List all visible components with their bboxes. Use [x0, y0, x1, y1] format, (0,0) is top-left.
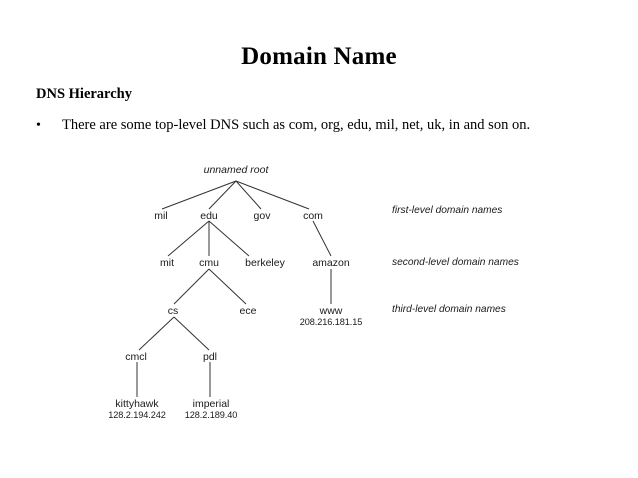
- node-kittyhawk-ip: 128.2.194.242: [108, 410, 166, 421]
- edge-root-edu: [208, 180, 237, 210]
- bullet-marker-icon: •: [36, 118, 41, 133]
- page-title: Domain Name: [241, 43, 397, 70]
- node-berkeley: berkeley: [245, 257, 285, 269]
- level-label-first: first-level domain names: [392, 205, 503, 216]
- node-kittyhawk: kittyhawk 128.2.194.242: [108, 398, 166, 421]
- bullet-item: • There are some top-level DNS such as co…: [36, 117, 616, 134]
- edge-edu-mit: [167, 220, 210, 257]
- edge-com-amazon: [312, 220, 332, 257]
- edge-cmu-cs: [173, 268, 210, 305]
- node-imperial-ip: 128.2.189.40: [184, 410, 238, 421]
- node-gov: gov: [253, 210, 271, 222]
- node-mit: mit: [160, 257, 174, 269]
- node-www-label: www: [319, 305, 343, 317]
- node-unnamed-root: unnamed root: [203, 164, 269, 176]
- node-www-ip: 208.216.181.15: [299, 317, 363, 328]
- node-kittyhawk-label: kittyhawk: [115, 398, 159, 410]
- edge-root-gov: [235, 180, 262, 210]
- node-mil: mil: [154, 210, 168, 222]
- node-cs: cs: [167, 305, 179, 317]
- edge-root-mil: [161, 180, 237, 210]
- node-imperial-label: imperial: [192, 398, 230, 410]
- node-com: com: [303, 210, 323, 222]
- node-cmcl: cmcl: [125, 351, 147, 363]
- section-heading: DNS Hierarchy: [36, 86, 132, 102]
- node-amazon: amazon: [312, 257, 350, 269]
- edge-root-com: [235, 180, 310, 210]
- edge-cs-cmcl: [138, 316, 175, 351]
- edge-edu-berkeley: [208, 220, 250, 257]
- edge-cmu-ece: [208, 268, 247, 305]
- node-pdl: pdl: [202, 351, 218, 363]
- node-imperial: imperial 128.2.189.40: [184, 398, 238, 421]
- level-label-third: third-level domain names: [392, 304, 506, 315]
- edge-cs-pdl: [173, 316, 210, 351]
- node-www: www 208.216.181.15: [299, 305, 363, 328]
- node-ece: ece: [239, 305, 257, 317]
- node-edu: edu: [200, 210, 218, 222]
- bullet-item-text: There are some top-level DNS such as com…: [62, 117, 531, 133]
- level-label-second: second-level domain names: [392, 257, 519, 268]
- node-cmu: cmu: [199, 257, 219, 269]
